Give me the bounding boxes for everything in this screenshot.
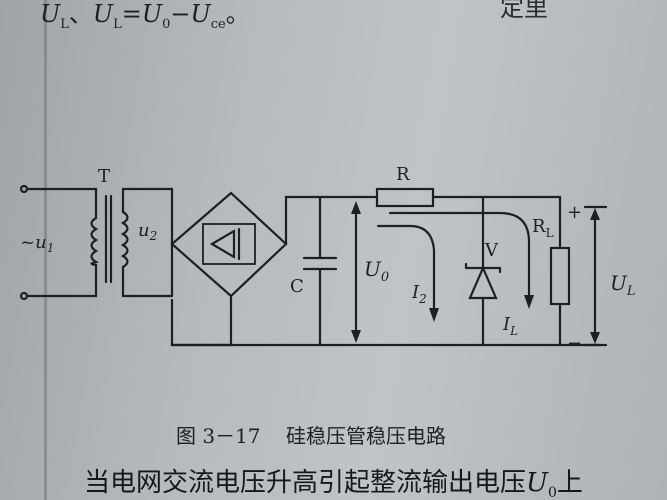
top-text-line: UL、UL=U0−Uce。 [40, 0, 250, 32]
primary-wire-bottom [25, 263, 98, 298]
ul-arrow-head-top [590, 208, 600, 220]
page-margin-line [44, 0, 47, 500]
secondary-wire-bottom [121, 265, 174, 298]
label-minus: − [567, 333, 582, 354]
label-input-voltage: ~u1 [20, 232, 54, 255]
bridge-diode-triangle [209, 229, 236, 259]
zener-triangle [468, 265, 498, 300]
u0-arrow-head-bottom [351, 330, 361, 343]
i2-arrow-head [429, 308, 439, 322]
label-load-voltage: UL [610, 271, 636, 299]
i2-current-path [376, 224, 436, 312]
positive-rail [284, 195, 379, 246]
il-arrow-head [524, 295, 534, 309]
bridge-diode-box [202, 223, 256, 265]
load-top-lead [543, 195, 562, 250]
secondary-coil [120, 210, 129, 269]
label-resistor: R [396, 164, 410, 185]
bottom-text-line: 当电网交流电压升高引起整流输出电压U0上 [84, 468, 583, 500]
zener-bar [464, 262, 502, 274]
bridge-bottom-link [170, 294, 233, 347]
resistor-r [375, 187, 435, 208]
label-transformer: T [98, 166, 110, 187]
label-zener-current: I2 [411, 282, 427, 306]
label-plus: + [567, 202, 582, 223]
label-secondary-voltage: u2 [138, 220, 157, 243]
ul-arrow-head-bottom [590, 332, 600, 344]
figure-caption: 图 3－17 硅稳压管稳压电路 [176, 420, 446, 449]
label-load-resistor: RL [532, 216, 554, 240]
label-zener: V [484, 240, 499, 261]
u0-arrow-head-top [351, 201, 361, 214]
label-capacitor: C [290, 276, 304, 297]
top-right-fragment: 定里 [500, 0, 548, 22]
label-load-current: IL [502, 314, 518, 338]
il-current-path [388, 211, 531, 300]
figure-caption-title: 硅稳压管稳压电路 [285, 424, 446, 448]
secondary-wire-top [121, 187, 174, 214]
figure-caption-number: 图 3－17 [176, 424, 261, 448]
primary-coil [90, 216, 99, 267]
bridge-rectifier [170, 191, 288, 298]
primary-wire-top [25, 187, 98, 220]
label-output-voltage: U0 [364, 257, 389, 285]
load-resistor-rl [549, 246, 571, 306]
